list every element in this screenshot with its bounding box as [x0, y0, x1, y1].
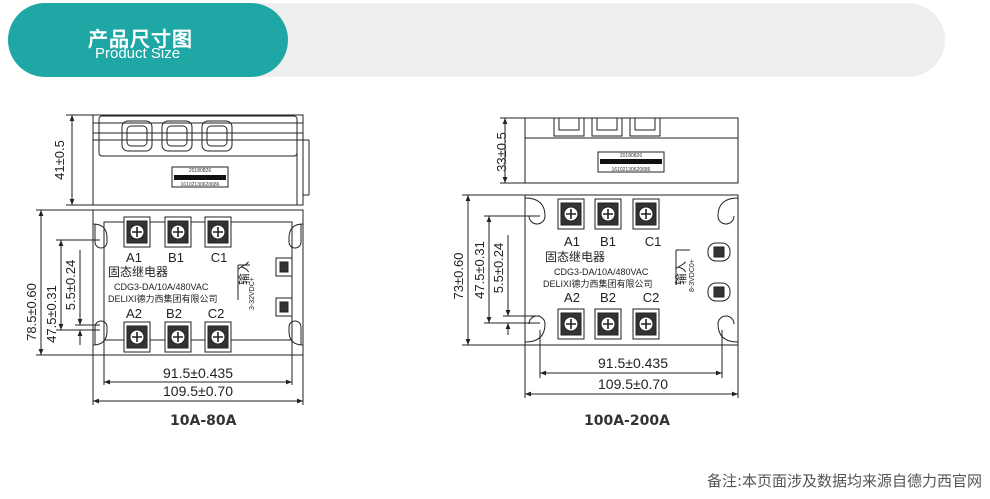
left-input-label: 输入	[236, 261, 251, 285]
left-terminal-b1: B1	[168, 250, 184, 265]
right-dim-w-mount: 91.5±0.435	[598, 355, 668, 371]
right-front-view	[524, 194, 739, 346]
right-top-view	[524, 117, 739, 184]
right-product-name: 固态继电器	[545, 250, 605, 264]
left-barcode-bottom: 16102130620686	[181, 182, 220, 188]
right-terminal-a2: A2	[564, 290, 580, 305]
right-terminal-b1: B1	[600, 234, 616, 249]
left-product-name: 固态继电器	[108, 265, 168, 279]
left-caption: 10A-80A	[170, 413, 237, 429]
footer-note: 备注:本页面涉及数据均来源自德力西官网	[706, 472, 982, 490]
left-top-view	[92, 114, 310, 206]
left-dim-w-total: 109.5±0.70	[163, 383, 233, 399]
right-dim-h-total: 73±0.60	[451, 253, 466, 300]
right-terminal-a1: A1	[564, 234, 580, 249]
left-dim-h-mount: 47.5±0.31	[44, 285, 59, 343]
section-title-pill: 产品尺寸图 Product Size	[8, 3, 288, 77]
left-dim-h-small: 5.5±0.24	[63, 260, 78, 311]
left-dim-height-top: 41±0.5	[52, 140, 67, 180]
right-barcode-bottom: 16102130620686	[612, 167, 651, 173]
left-terminal-c2: C2	[208, 306, 225, 321]
right-caption: 100A-200A	[584, 413, 670, 429]
left-dim-w-mount: 91.5±0.435	[163, 365, 233, 381]
left-front-view	[92, 209, 304, 356]
left-drawing: 20180826 16102130620686 41±0.5	[24, 114, 310, 405]
left-model: CDG3-DA/10A/480VAC	[114, 282, 209, 292]
right-input-voltage: 8-3VDC0+	[689, 259, 696, 292]
left-terminal-b2: B2	[166, 306, 182, 321]
right-input-label: 输入	[673, 261, 688, 285]
left-terminal-c1: C1	[211, 250, 228, 265]
right-terminal-c2: C2	[643, 290, 660, 305]
right-dim-h-mount: 47.5±0.31	[472, 241, 487, 299]
left-barcode-top: 20180826	[189, 168, 211, 174]
left-terminal-a2: A2	[126, 306, 142, 321]
right-terminal-b2: B2	[600, 290, 616, 305]
left-maker: DELIXI德力西集团有限公司	[108, 293, 218, 304]
right-drawing: 20180826 16102130620686 33±0.5 A1 B1 C1 …	[451, 117, 739, 398]
right-terminal-c1: C1	[645, 234, 662, 249]
section-title-cn: 产品尺寸图	[88, 27, 193, 51]
right-barcode-top: 20180826	[620, 153, 642, 159]
left-dim-h-total: 78.5±0.60	[24, 283, 39, 341]
right-maker: DELIXI德力西集团有限公司	[543, 278, 653, 289]
right-dim-w-total: 109.5±0.70	[598, 376, 668, 392]
left-input-voltage: 3-32VDC+	[249, 277, 256, 310]
right-dim-h-small: 5.5±0.24	[491, 243, 506, 294]
left-terminal-a1: A1	[126, 250, 142, 265]
section-title-en: Product Size	[95, 45, 181, 62]
right-model: CDG3-DA/10A/480VAC	[554, 267, 649, 277]
right-dim-height-top: 33±0.5	[494, 132, 509, 172]
